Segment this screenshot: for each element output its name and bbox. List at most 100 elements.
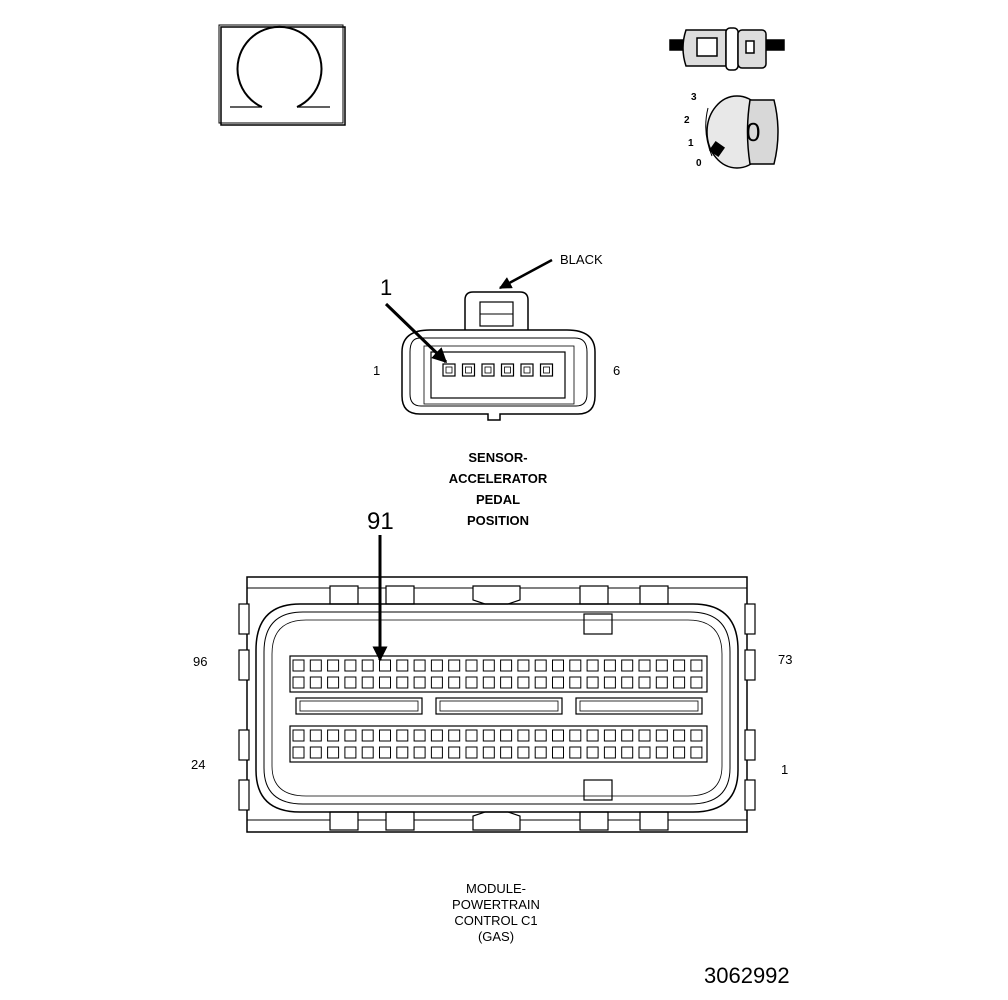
- pin-cavity: [621, 746, 634, 759]
- ignition-position-0: 0: [696, 158, 702, 169]
- connector-a-pin-right: 6: [613, 363, 621, 378]
- pin-cavity: [638, 659, 651, 672]
- callout-arrow-1: [384, 302, 448, 364]
- pin-cavity: [430, 729, 443, 742]
- pin-cavity: [517, 729, 530, 742]
- pin-cavity: [482, 676, 495, 689]
- pin-cavity: [344, 746, 357, 759]
- connector-a-title-line-4: POSITION: [466, 513, 530, 528]
- pin-cavity: [292, 729, 305, 742]
- pin-cavity: [552, 746, 564, 759]
- pin-cavity: [361, 729, 374, 742]
- pin-cavity: [690, 659, 703, 672]
- connector-b-pin-1: 1: [781, 762, 789, 777]
- connector-a-title-line-1: SENSOR-: [468, 450, 528, 465]
- pin-cavity: [586, 729, 599, 742]
- pin-cavity: [500, 729, 513, 742]
- pin-cavity: [534, 659, 547, 672]
- pin-cavity: [517, 676, 530, 689]
- pin-cavity: [292, 676, 305, 689]
- pin-cavity: [673, 676, 686, 689]
- pin-cavity: [569, 659, 582, 672]
- connector-a-pin-left: 1: [373, 363, 381, 378]
- pin-cavity: [448, 729, 461, 742]
- pin-cavity: [309, 659, 322, 672]
- connector-a-title-line-3: PEDAL: [475, 492, 521, 507]
- pin-cavity: [361, 676, 374, 689]
- pin-cavity: [482, 746, 495, 759]
- pin-cavity: [379, 746, 391, 759]
- pin-cavity: [673, 746, 686, 759]
- powertrain-connector: [238, 576, 756, 833]
- pin-cavity: [430, 659, 443, 672]
- accelerator-pedal-connector: [401, 291, 596, 421]
- pin-cavity: [448, 676, 461, 689]
- pin-cavity: [673, 729, 686, 742]
- pin-cavity: [569, 729, 582, 742]
- pin-cavity: [465, 676, 478, 689]
- pin-cavity: [361, 746, 374, 759]
- figure-number: 3062992: [704, 963, 790, 988]
- pin-cavity: [500, 676, 513, 689]
- ignition-position-2: 2: [684, 115, 690, 126]
- pin-cavity-inner: [465, 366, 472, 374]
- pin-cavity: [603, 729, 616, 742]
- pin-cavity: [396, 676, 409, 689]
- connector-b-title-line-1: MODULE-: [466, 881, 526, 896]
- pin-cavity: [655, 729, 668, 742]
- pin-cavity: [586, 746, 599, 759]
- pin-cavity: [413, 676, 426, 689]
- connector-color-label: BLACK: [560, 252, 603, 267]
- pin-cavity: [690, 676, 703, 689]
- pin-cavity: [534, 676, 547, 689]
- pin-cavity: [552, 729, 564, 742]
- pin-cavity: [534, 746, 547, 759]
- pin-cavity-inner: [523, 366, 531, 374]
- pin-cavity: [327, 729, 340, 742]
- pin-cavity: [500, 746, 513, 759]
- pin-cavity: [655, 676, 668, 689]
- pin-cavity: [327, 676, 340, 689]
- connector-b-pin-96: 96: [193, 654, 208, 669]
- pin-cavity: [552, 659, 564, 672]
- pin-cavity: [603, 746, 616, 759]
- pin-cavity: [430, 676, 443, 689]
- pin-cavity: [482, 659, 495, 672]
- pin-cavity: [638, 729, 651, 742]
- pin-cavity: [621, 659, 634, 672]
- connector-b-title-line-4: (GAS): [477, 929, 515, 944]
- pin-cavity: [603, 676, 616, 689]
- pin-cavity: [309, 746, 322, 759]
- pin-cavity: [517, 746, 530, 759]
- pin-cavity: [552, 676, 564, 689]
- connector-b-pin-73: 73: [778, 652, 793, 667]
- pin-cavity: [292, 746, 305, 759]
- pin-cavity: [465, 746, 478, 759]
- pin-cavity: [603, 659, 616, 672]
- pin-cavity-inner: [484, 366, 492, 374]
- pin-cavity-inner: [543, 366, 550, 374]
- pin-cavity: [482, 729, 495, 742]
- pin-cavity: [327, 659, 340, 672]
- connector-b-pin-24: 24: [191, 757, 206, 772]
- pin-cavity: [413, 729, 426, 742]
- callout-arrow-black: [498, 258, 553, 290]
- pin-cavity: [448, 746, 461, 759]
- pin-cavity: [396, 659, 409, 672]
- ignition-key-icon: [705, 95, 779, 169]
- pin-cavity: [638, 746, 651, 759]
- pin-cavity: [621, 676, 634, 689]
- connector-a-title-line-2: ACCELERATOR: [448, 471, 548, 486]
- pin-cavity: [396, 729, 409, 742]
- pin-cavity: [309, 729, 322, 742]
- ignition-position-3: 3: [691, 92, 697, 103]
- pin-cavity: [500, 659, 513, 672]
- circular-reset-icon: [218, 24, 346, 126]
- pin-cavity: [569, 746, 582, 759]
- callout-number-91: 91: [367, 508, 394, 535]
- pin-cavity: [517, 659, 530, 672]
- pin-cavity: [379, 729, 391, 742]
- callout-number-1: 1: [380, 275, 393, 300]
